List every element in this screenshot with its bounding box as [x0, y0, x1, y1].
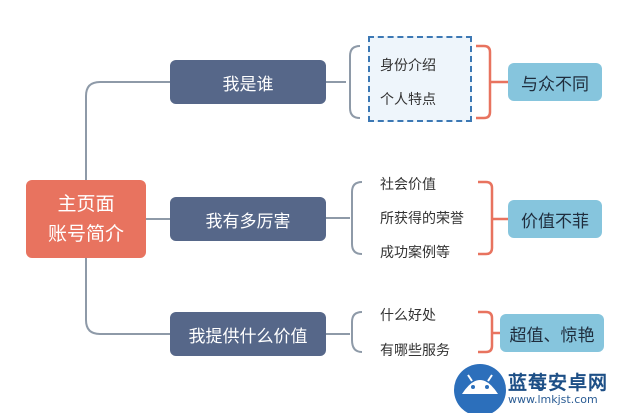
root-line-2: 账号简介 [47, 223, 124, 245]
branch-node-how-capable[interactable]: 我有多厉害 [170, 197, 326, 241]
watermark-url: www.lmkjst.com [508, 393, 598, 406]
leaf-honors[interactable]: 所获得的荣誉 [380, 211, 464, 227]
branch-3-brace [326, 311, 363, 353]
leaf-personal-traits[interactable]: 个人特点 [380, 92, 436, 108]
root-line-1: 主页面 [57, 193, 115, 215]
android-logo-icon [454, 364, 506, 413]
summary-node-3[interactable]: 超值、惊艳 [500, 314, 604, 352]
summary-bracket-2 [478, 180, 508, 256]
branch-node-what-value[interactable]: 我提供什么价值 [170, 312, 326, 356]
summary-node-2[interactable]: 价值不菲 [508, 200, 602, 238]
summary-bracket-3 [478, 310, 500, 354]
branch-2-brace [326, 181, 363, 255]
leaf-identity-intro[interactable]: 身份介绍 [380, 58, 436, 74]
summary-node-1[interactable]: 与众不同 [508, 63, 602, 101]
root-node[interactable]: 主页面 账号简介 [26, 180, 146, 258]
leaf-services[interactable]: 有哪些服务 [380, 343, 450, 359]
selection-dashed-box [368, 36, 472, 122]
branch-1-brace [326, 45, 361, 119]
branch-node-who-am-i[interactable]: 我是谁 [170, 60, 326, 104]
watermark-title: 蓝莓安卓网 [508, 372, 609, 394]
leaf-social-value[interactable]: 社会价值 [380, 177, 436, 193]
root-connector [85, 81, 170, 335]
leaf-success-cases[interactable]: 成功案例等 [380, 245, 450, 261]
leaf-benefits[interactable]: 什么好处 [380, 308, 436, 324]
summary-bracket-1 [476, 44, 508, 120]
